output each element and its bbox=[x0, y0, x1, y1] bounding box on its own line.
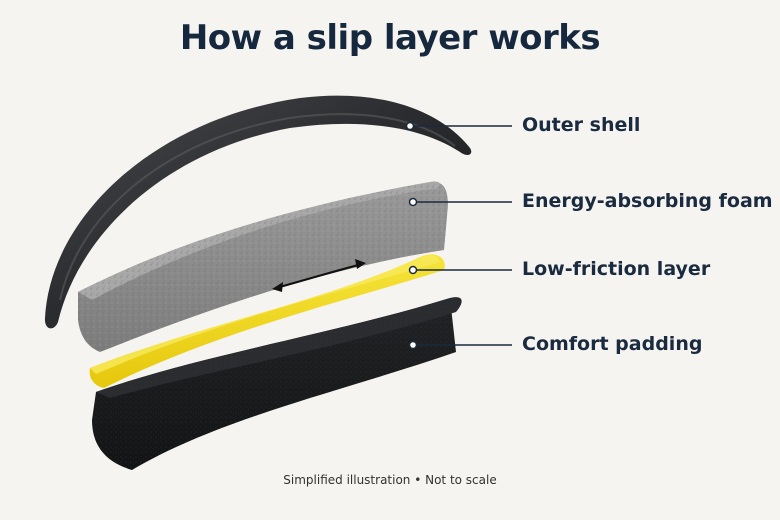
callout-outer-shell bbox=[405, 121, 512, 131]
double-headed-arrow-icon bbox=[272, 259, 366, 292]
label-outer-shell: Outer shell bbox=[522, 114, 641, 136]
label-comfort-padding: Comfort padding bbox=[522, 333, 703, 355]
callout-low-friction bbox=[408, 265, 512, 275]
diagram-title: How a slip layer works bbox=[179, 18, 601, 58]
label-energy-absorbing-foam: Energy-absorbing foam bbox=[522, 190, 773, 212]
energy-absorbing-foam-layer bbox=[78, 181, 448, 352]
callout-foam bbox=[408, 197, 512, 207]
comfort-padding-layer bbox=[92, 297, 462, 470]
label-low-friction-layer: Low-friction layer bbox=[522, 258, 711, 280]
footer-note: Simplified illustration • Not to scale bbox=[283, 473, 497, 487]
callout-comfort-padding bbox=[408, 340, 512, 350]
outer-shell-layer bbox=[44, 95, 472, 329]
low-friction-layer bbox=[89, 254, 445, 388]
